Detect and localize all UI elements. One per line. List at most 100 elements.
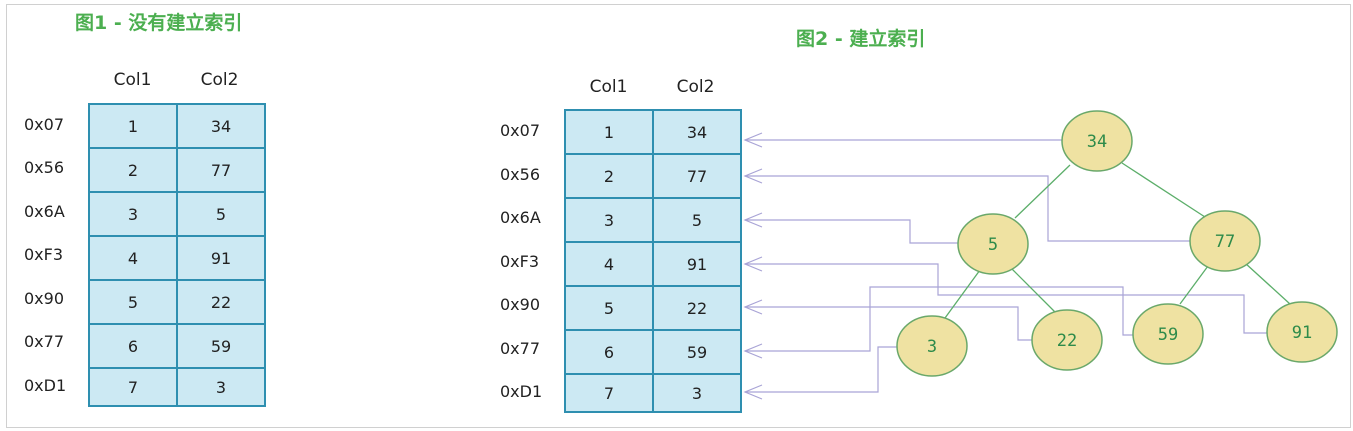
tree-node-label: 34: [1087, 132, 1107, 152]
table-cell: 5: [652, 197, 742, 243]
tree-node-label: 77: [1215, 232, 1235, 252]
figure1-title: 图1 - 没有建立索引: [75, 12, 243, 34]
tree-edge: [1244, 262, 1291, 305]
fig1-row-address: 0x6A: [24, 202, 65, 221]
fig2-row-address: 0x90: [500, 295, 541, 314]
pointer-lines: [743, 132, 1268, 400]
figure2-title: 图2 - 建立索引: [796, 28, 926, 50]
table-cell: 6: [88, 323, 178, 369]
fig1-row-address: 0xD1: [24, 376, 67, 395]
tree-node-label: 59: [1158, 325, 1178, 345]
table-cell: 91: [652, 241, 742, 287]
arrow-head: [743, 212, 763, 228]
table-cell: 59: [652, 329, 742, 375]
tree-node-59: 59: [1132, 303, 1204, 365]
fig1-row-address: 0x56: [24, 158, 65, 177]
tree-edge: [944, 269, 981, 319]
table-cell: 2: [564, 153, 654, 199]
arrow-head: [743, 384, 763, 400]
table-cell: 1: [564, 109, 654, 155]
tree-node-label: 91: [1292, 323, 1312, 343]
arrow-head: [743, 343, 763, 359]
table-cell: 77: [652, 153, 742, 199]
fig2-row-address: 0xF3: [500, 252, 540, 271]
tree-node-34: 34: [1061, 110, 1133, 172]
tree-node-91: 91: [1266, 301, 1338, 363]
tree-node-label: 22: [1057, 331, 1077, 351]
table-cell: 91: [176, 235, 266, 281]
table-cell: 3: [564, 197, 654, 243]
pointer-line: [745, 175, 1191, 242]
fig2-row-address: 0x07: [500, 121, 541, 140]
tree-node-label: 3: [927, 337, 937, 357]
tree-node-5: 5: [957, 213, 1029, 275]
table-cell: 34: [176, 103, 266, 149]
tree-node-22: 22: [1031, 309, 1103, 371]
tree-node-77: 77: [1189, 210, 1261, 272]
arrow-head: [743, 132, 763, 148]
fig1-row-address: 0x77: [24, 332, 65, 351]
tree-nodes: 34 5 77 3 22 59 91: [896, 110, 1338, 377]
fig1-row-address: 0xF3: [24, 245, 64, 264]
arrow-head: [743, 256, 763, 272]
pointer-line: [745, 219, 960, 244]
table-cell: 34: [652, 109, 742, 155]
fig2-col2-header: Col2: [676, 77, 715, 97]
table-cell: 22: [176, 279, 266, 325]
fig1-row-address: 0x90: [24, 289, 65, 308]
table-cell: 5: [564, 285, 654, 331]
table-cell: 2: [88, 147, 178, 193]
table-cell: 3: [652, 373, 742, 413]
fig2-row-address: 0xD1: [500, 382, 543, 401]
table-cell: 1: [88, 103, 178, 149]
tree-edge: [1179, 265, 1209, 305]
fig1-col2-header: Col2: [200, 70, 239, 90]
table-cell: 4: [88, 235, 178, 281]
fig2-row-address: 0x6A: [500, 208, 541, 227]
fig2-col1-header: Col1: [589, 77, 628, 97]
tree-edges: [944, 162, 1291, 319]
table-cell: 59: [176, 323, 266, 369]
pointer-line: [745, 306, 1033, 341]
table-cell: 5: [176, 191, 266, 237]
table-cell: 6: [564, 329, 654, 375]
arrow-head: [743, 299, 763, 315]
fig2-row-address: 0x56: [500, 165, 541, 184]
pointer-line: [745, 263, 1268, 334]
pointer-line: [745, 346, 899, 393]
table-cell: 7: [564, 373, 654, 413]
fig1-row-address: 0x07: [24, 115, 65, 134]
tree-node-3: 3: [896, 315, 968, 377]
pointer-line: [745, 286, 1133, 352]
tree-edge: [1121, 162, 1206, 218]
fig2-row-address: 0x77: [500, 339, 541, 358]
table-cell: 3: [176, 367, 266, 407]
table-cell: 7: [88, 367, 178, 407]
table-cell: 77: [176, 147, 266, 193]
tree-edge: [1011, 268, 1056, 313]
tree-node-label: 5: [988, 235, 998, 255]
table-cell: 5: [88, 279, 178, 325]
arrow-head: [743, 168, 763, 184]
tree-edge: [1014, 164, 1071, 219]
table-cell: 22: [652, 285, 742, 331]
table-cell: 3: [88, 191, 178, 237]
fig1-col1-header: Col1: [113, 70, 152, 90]
table-cell: 4: [564, 241, 654, 287]
